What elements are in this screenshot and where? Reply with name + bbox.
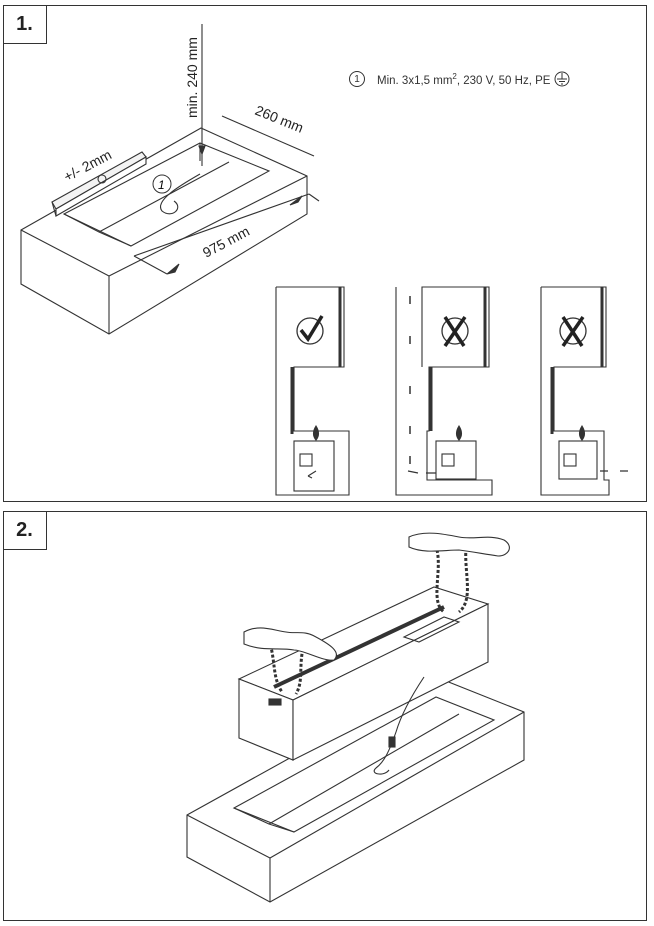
niche-dimension-drawing: +/- 2mm min. 240 mm 260 mm 975 mm 1 (20, 24, 628, 496)
install-option-incorrect-1 (395, 286, 493, 496)
cable-marker: 1 (349, 71, 365, 87)
cable-requirement-text: Min. 3x1,5 mm2, 230 V, 50 Hz, PE (377, 71, 551, 87)
height-dimension-label: min. 240 mm (184, 37, 200, 118)
cross-icon (559, 316, 587, 347)
ground-symbol-icon (554, 71, 570, 87)
install-option-incorrect-2 (540, 286, 628, 496)
check-icon (296, 315, 324, 345)
step-1-number: 1. (2, 4, 47, 44)
insert-burner-drawing (186, 532, 525, 903)
install-option-correct (275, 286, 350, 496)
step-2-number: 2. (2, 510, 47, 550)
depth-dimension-label: 260 mm (253, 102, 306, 136)
cable-requirement-note: 1 Min. 3x1,5 mm2, 230 V, 50 Hz, PE (349, 71, 570, 87)
step-1-panel: 1. 1 Min. 3x1,5 mm2, 230 V, 50 Hz, PE (2, 4, 647, 502)
cross-icon (441, 316, 469, 347)
step-2-panel: 2. (2, 510, 647, 921)
cable-marker-label: 1 (158, 178, 165, 192)
